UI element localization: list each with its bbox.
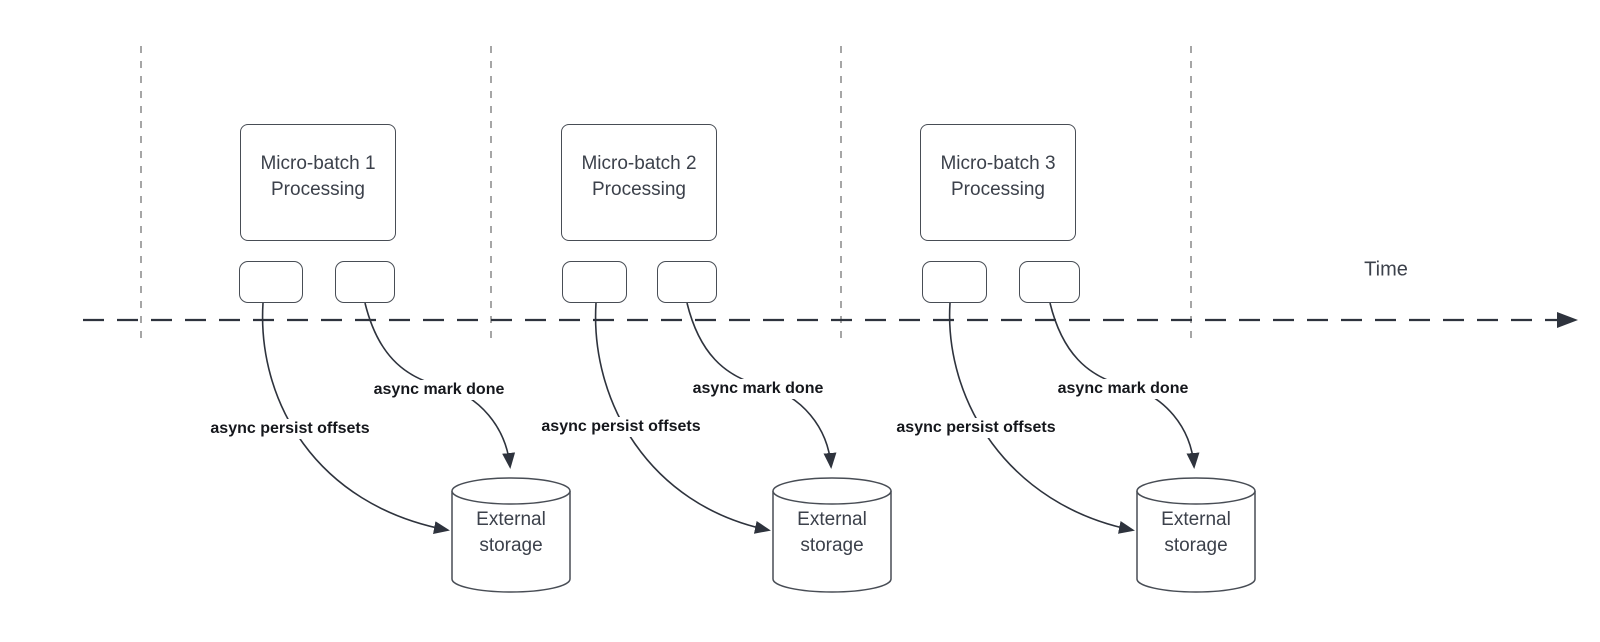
- micro-batch-1-box: Micro-batch 1 Processing: [240, 124, 396, 241]
- micro-batch-3-title-line2: Processing: [951, 178, 1045, 200]
- persist-offsets-arrow-1: [261, 302, 450, 534]
- micro-batch-2-box: Micro-batch 2 Processing: [561, 124, 717, 241]
- external-storage-cylinder-3: [1136, 477, 1256, 593]
- mark-done-box-2: [657, 261, 717, 303]
- persist-offsets-label-2: async persist offsets: [538, 417, 704, 437]
- persist-offsets-label-3: async persist offsets: [893, 418, 1059, 438]
- mark-done-label-3: async mark done: [1054, 379, 1192, 399]
- persist-offsets-label-1: async persist offsets: [207, 419, 373, 439]
- micro-batch-2-title-line2: Processing: [592, 178, 686, 200]
- external-storage-label-1: External storage: [476, 509, 546, 556]
- micro-batch-1-title-line1: Micro-batch 1: [260, 152, 376, 174]
- micro-batch-3-title-line1: Micro-batch 3: [940, 152, 1056, 174]
- persist-offsets-box-2: [562, 261, 627, 303]
- mark-done-box-1: [335, 261, 395, 303]
- persist-offsets-arrow-2: [594, 302, 771, 534]
- time-axis-label: Time: [1364, 258, 1408, 281]
- external-storage-label-2: External storage: [797, 509, 867, 556]
- mark-done-label-1: async mark done: [370, 380, 508, 400]
- external-storage-cylinder-2: [772, 477, 892, 593]
- mark-done-box-3: [1019, 261, 1080, 303]
- micro-batch-1-title-line2: Processing: [271, 178, 365, 200]
- persist-offsets-box-1: [239, 261, 303, 303]
- mark-done-label-2: async mark done: [689, 379, 827, 399]
- micro-batch-3-box: Micro-batch 3 Processing: [920, 124, 1076, 241]
- external-storage-cylinder-1: [451, 477, 571, 593]
- persist-offsets-box-3: [922, 261, 987, 303]
- micro-batch-2-title-line1: Micro-batch 2: [581, 152, 697, 174]
- persist-offsets-arrow-3: [948, 302, 1135, 534]
- external-storage-label-3: External storage: [1161, 509, 1231, 556]
